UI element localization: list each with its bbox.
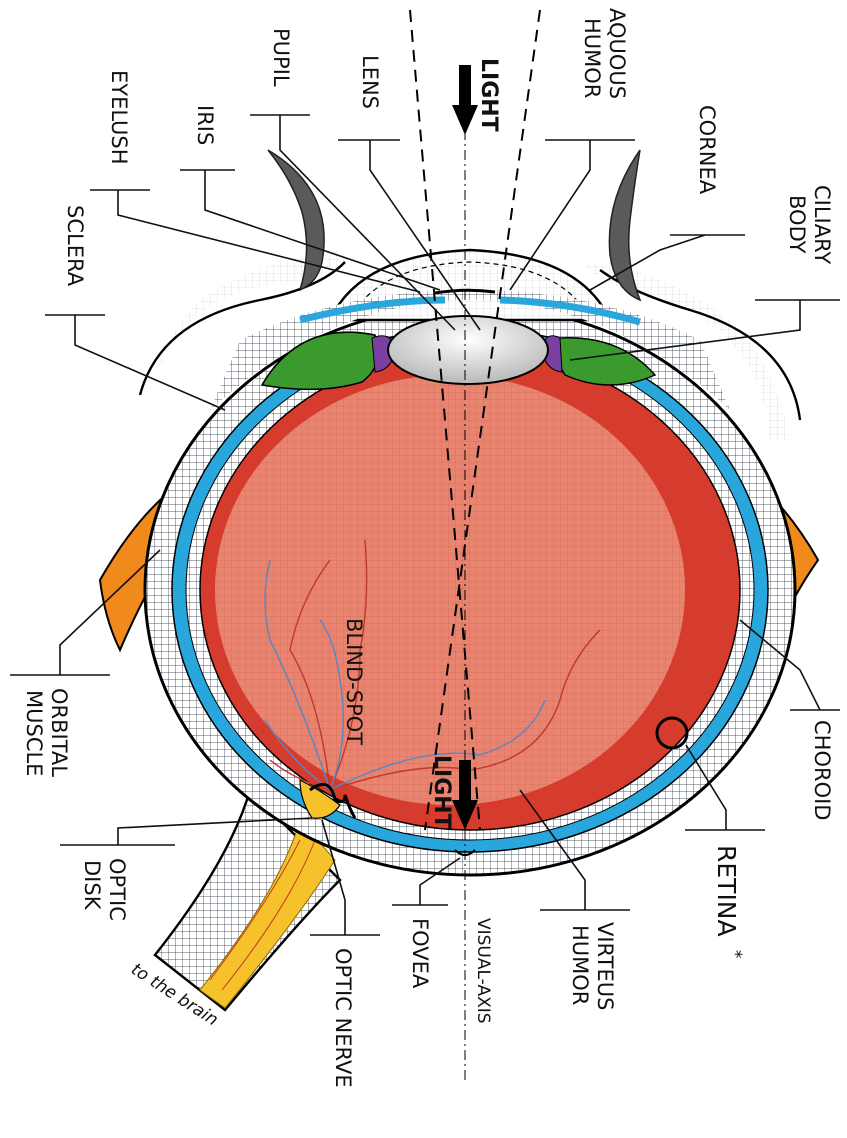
cornea-label: CORNEA: [695, 105, 719, 195]
light-label-bottom: LIGHT: [429, 755, 454, 829]
orbital-muscle-label-2: MUSCLE: [22, 690, 46, 776]
visual-axis-label: VISUAL-AXIS: [473, 918, 493, 1024]
eyelush-label: EYELUSH: [107, 70, 131, 165]
optic-disk-label-1: OPTIC: [105, 858, 129, 921]
blind-spot-label: BLIND-SPOT: [342, 618, 366, 745]
optic-nerve-label: OPTIC NERVE: [331, 948, 355, 1088]
ciliary-body-label-2: BODY: [785, 195, 809, 254]
optic-disk-label-2: DISK: [80, 860, 104, 911]
orbital-muscle-label-1: ORBITAL: [47, 688, 71, 777]
virteus-humor-label-1: VIRTEUS: [593, 922, 617, 1010]
choroid-label: CHOROID: [810, 720, 834, 820]
sclera-label: SCLERA: [63, 205, 87, 287]
ciliary-body-label-1: CILIARY: [810, 185, 834, 264]
retina-asterisk: *: [725, 950, 745, 959]
light-label-top: LIGHT: [476, 58, 501, 132]
iris-label: IRIS: [193, 105, 217, 145]
light-arrow-top: [452, 65, 478, 135]
virteus-humor-label-2: HUMOR: [568, 925, 592, 1005]
aquous-humor-label-1: AQUOUS: [605, 8, 629, 99]
aquous-humor-label-2: HUMOR: [580, 18, 604, 98]
retina-label: RETINA: [712, 845, 741, 937]
pupil-label: PUPIL: [269, 28, 293, 87]
fovea-label: FOVEA: [408, 918, 432, 989]
lens-label: LENS: [358, 55, 382, 109]
